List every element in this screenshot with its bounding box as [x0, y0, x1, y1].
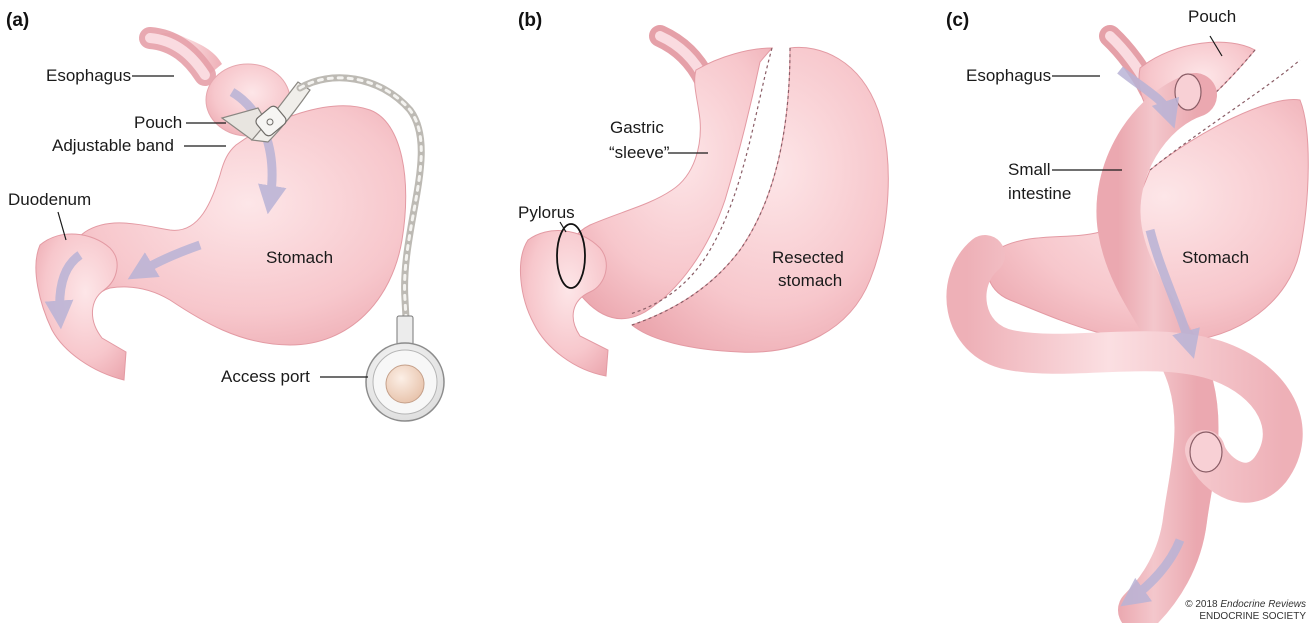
panel-b: (b) Gastric “sleeve” Pylorus Resected st… — [518, 10, 888, 376]
anastomosis-lower — [1190, 432, 1222, 472]
panel-a-tag: (a) — [6, 10, 29, 31]
credit-society: ENDOCRINE SOCIETY — [1199, 611, 1306, 622]
label-stomach-c: Stomach — [1182, 248, 1249, 267]
label-resected: Resected — [772, 248, 844, 267]
panel-b-tag: (b) — [518, 10, 542, 31]
panel-a: (a) Esophagu — [6, 10, 444, 421]
credit-line: © 2018 Endocrine Reviews — [1185, 599, 1306, 610]
label-adjustable-band: Adjustable band — [52, 136, 174, 155]
panel-c-tag: (c) — [946, 10, 969, 31]
label-resected-stomach: stomach — [778, 271, 842, 290]
label-duodenum: Duodenum — [8, 190, 91, 209]
duodenum-a — [36, 234, 126, 380]
label-esophagus-a: Esophagus — [46, 66, 131, 85]
label-intestine: intestine — [1008, 184, 1071, 203]
anastomosis-upper — [1175, 74, 1201, 110]
label-access-port: Access port — [221, 367, 310, 386]
label-pylorus: Pylorus — [518, 203, 575, 222]
label-sleeve: “sleeve” — [609, 143, 670, 162]
label-esophagus-c: Esophagus — [966, 66, 1051, 85]
label-pouch-c: Pouch — [1188, 7, 1236, 26]
label-gastric: Gastric — [610, 118, 664, 137]
access-port — [366, 316, 444, 421]
panel-c: (c) Pouch Esophagus Small intestine Stom… — [946, 7, 1308, 610]
label-small: Small — [1008, 160, 1051, 179]
label-stomach-a: Stomach — [266, 248, 333, 267]
label-pouch-a: Pouch — [134, 113, 182, 132]
